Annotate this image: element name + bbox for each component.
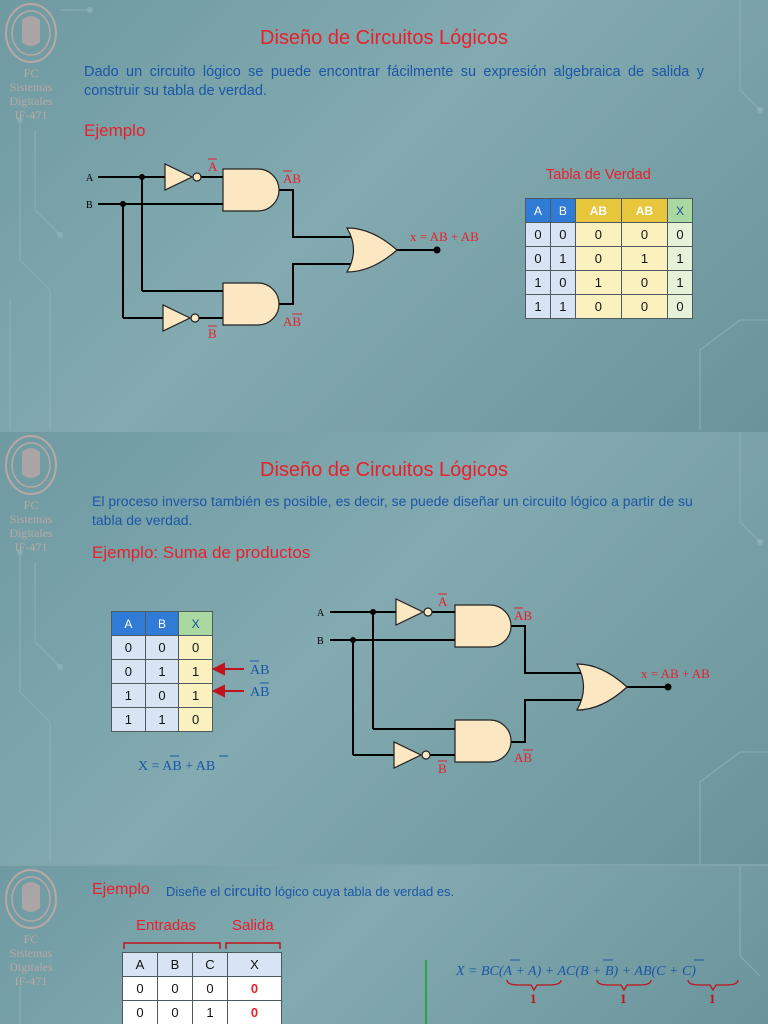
intro-paragraph: Dado un circuito lógico se puede encontr… bbox=[84, 64, 704, 99]
inputs-label: Entradas bbox=[136, 917, 197, 934]
example-label: Ejemplo: Suma de productos bbox=[92, 543, 311, 562]
not-b-label: B bbox=[438, 761, 447, 776]
table-header: AB bbox=[620, 198, 669, 223]
table-header: A bbox=[111, 611, 146, 636]
brace-and-formula: X = BC(A + A) + AC(B + B) + AB(C + C) 1 … bbox=[123, 942, 739, 1024]
and-bottom-output-label: AB bbox=[514, 750, 532, 765]
formula: X = BC(A + A) + AC(B + B) + AB(C + C) bbox=[455, 964, 696, 979]
and-gate-bottom bbox=[222, 282, 280, 326]
and-top-output-label: AB bbox=[514, 608, 532, 623]
and-top-output-label: AB bbox=[283, 171, 301, 186]
slide-title: Diseño de Circuitos Lógicos bbox=[260, 27, 508, 49]
slide-title: Diseño de Circuitos Lógicos bbox=[260, 459, 508, 481]
university-logo bbox=[5, 435, 57, 495]
table-header: X bbox=[178, 611, 213, 636]
input-a-label: A bbox=[86, 173, 94, 184]
brace-value: 1 bbox=[620, 991, 627, 1006]
circuit-background bbox=[17, 432, 768, 864]
table-header: B bbox=[157, 952, 193, 977]
instruction-text: Diseñe el circuito lógico cuya tabla de … bbox=[166, 883, 455, 900]
and-gate-top bbox=[454, 604, 512, 648]
logic-circuit: AB AB X = AB + AB bbox=[138, 593, 710, 776]
and-gate-top bbox=[222, 168, 280, 212]
input-a-label: A bbox=[317, 608, 325, 619]
output-label: Salida bbox=[232, 917, 274, 934]
brace-value: 1 bbox=[530, 991, 537, 1006]
sum-of-products-expression: X = AB + AB bbox=[138, 759, 215, 774]
arrow-label-row3: AB bbox=[250, 685, 269, 700]
university-logo bbox=[5, 869, 57, 929]
university-logo bbox=[5, 3, 57, 63]
circuit-output-expression: x = AB + AB bbox=[641, 666, 710, 681]
table-header: C bbox=[192, 952, 228, 977]
not-a-label: A bbox=[208, 159, 218, 174]
not-gate-a bbox=[164, 163, 194, 191]
table-header: A bbox=[525, 198, 551, 223]
intro-paragraph: El proceso inverso también es posible, e… bbox=[92, 493, 693, 528]
table-header: X bbox=[667, 198, 693, 223]
circuit-background bbox=[9, 0, 768, 430]
example-label: Ejemplo bbox=[92, 881, 150, 898]
table-header: X bbox=[227, 952, 282, 977]
and-gate-bottom bbox=[454, 719, 512, 763]
not-gate-a bbox=[395, 598, 425, 626]
table-header: AB bbox=[574, 198, 622, 223]
brace-value: 1 bbox=[709, 991, 716, 1006]
not-b-label: B bbox=[208, 326, 217, 341]
not-gate-b bbox=[393, 741, 423, 769]
not-a-label: A bbox=[438, 594, 448, 609]
or-gate bbox=[345, 227, 398, 273]
not-gate-b bbox=[162, 304, 192, 332]
and-bottom-output-label: AB bbox=[283, 314, 301, 329]
table-header: B bbox=[144, 611, 180, 636]
input-b-label: B bbox=[86, 200, 93, 211]
input-b-label: B bbox=[317, 636, 324, 647]
example-label: Ejemplo bbox=[84, 121, 146, 140]
table-header: A bbox=[122, 952, 158, 977]
circuit-output-expression: x = AB + AB bbox=[410, 229, 479, 244]
arrow-label-row2: AB bbox=[250, 663, 269, 678]
logic-circuit: A B A B AB AB x = AB + AB bbox=[86, 158, 479, 341]
or-gate bbox=[575, 663, 628, 711]
circuit-background bbox=[19, 866, 761, 1024]
table-header: B bbox=[549, 198, 576, 223]
table-title: Tabla de Verdad bbox=[546, 167, 651, 183]
